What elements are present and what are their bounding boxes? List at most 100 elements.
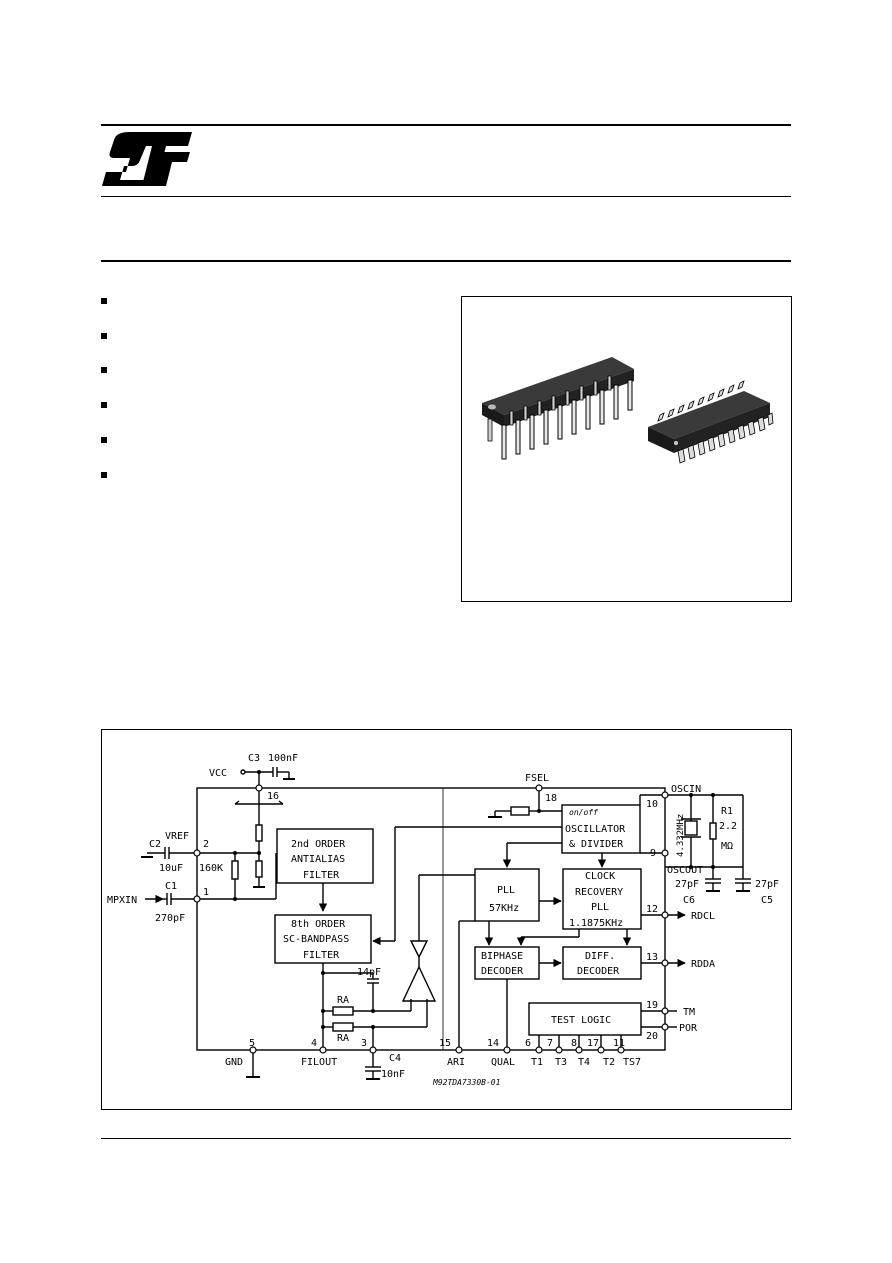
pin-2: 2 bbox=[203, 839, 209, 850]
diff-line2: DECODER bbox=[577, 966, 620, 977]
package-illustration bbox=[482, 357, 774, 464]
antialias-line1: 2nd ORDER bbox=[291, 839, 346, 850]
header-rule bbox=[101, 196, 791, 197]
r1-label: R1 bbox=[721, 806, 733, 817]
r1-unit: MΩ bbox=[721, 841, 733, 852]
biphase-line1: BIPHASE bbox=[481, 951, 523, 962]
feature-bullet bbox=[101, 333, 107, 339]
fsel-label: FSEL bbox=[525, 773, 549, 784]
gnd-label: GND bbox=[225, 1057, 243, 1068]
pll-line1: PLL bbox=[497, 885, 515, 896]
por-label: POR bbox=[679, 1023, 698, 1034]
c1-value: 270pF bbox=[155, 913, 185, 924]
t4-label: T4 bbox=[578, 1057, 590, 1068]
block-diagram-frame bbox=[101, 729, 792, 1110]
r-160k-value: 160K bbox=[199, 863, 223, 874]
pin-14: 14 bbox=[487, 1038, 499, 1049]
pin-5: 5 bbox=[249, 1038, 255, 1049]
clock-recovery-block bbox=[562, 868, 642, 930]
antialias-line3: FILTER bbox=[303, 870, 340, 881]
bandpass-line1: 8th ORDER bbox=[291, 919, 346, 930]
c2-value: 10uF bbox=[159, 863, 183, 874]
c3-value: 100nF bbox=[268, 753, 298, 764]
c5-value: 27pF bbox=[755, 879, 779, 890]
title-rule bbox=[101, 260, 791, 262]
dip-package-image bbox=[482, 357, 634, 460]
r1-value: 2.2 bbox=[719, 821, 737, 832]
ra-label-1: RA bbox=[337, 995, 349, 1006]
diff-line1: DIFF. bbox=[585, 951, 615, 962]
bandpass-line3: FILTER bbox=[303, 950, 340, 961]
chip-outline bbox=[196, 787, 666, 1051]
c2-label: C2 bbox=[149, 839, 161, 850]
c3-label: C3 bbox=[248, 753, 260, 764]
qual-label: QUAL bbox=[491, 1057, 515, 1068]
so-package-image bbox=[648, 380, 774, 464]
feature-bullet bbox=[101, 472, 107, 478]
pin-13: 13 bbox=[646, 952, 658, 963]
biphase-line2: DECODER bbox=[481, 966, 524, 977]
clock-line1: CLOCK bbox=[585, 871, 615, 882]
pin-15: 15 bbox=[439, 1038, 451, 1049]
pin-18: 18 bbox=[545, 793, 557, 804]
block-diagram: VCC C3 100nF FSEL 16 2 1 5 4 3 15 14 6 7… bbox=[107, 753, 779, 1087]
feature-bullet bbox=[101, 402, 107, 408]
oscillator-block bbox=[561, 804, 641, 854]
pin-1: 1 bbox=[203, 887, 209, 898]
crystal-label: 4.332MHz bbox=[676, 814, 686, 857]
t3-label: T3 bbox=[555, 1057, 567, 1068]
package-box bbox=[461, 296, 792, 602]
antialias-block bbox=[276, 828, 374, 884]
clock-line4: 1.1875KHz bbox=[569, 918, 623, 929]
filout-label: FILOUT bbox=[301, 1057, 337, 1068]
c4-value: 10nF bbox=[381, 1069, 405, 1080]
clock-line2: RECOVERY bbox=[575, 887, 623, 898]
pin-6: 6 bbox=[525, 1038, 531, 1049]
rdcl-label: RDCL bbox=[691, 911, 715, 922]
pin-11: 11 bbox=[613, 1038, 625, 1049]
pll-line2: 57KHz bbox=[489, 903, 519, 914]
pin-10: 10 bbox=[646, 799, 658, 810]
test-logic-block bbox=[528, 1002, 642, 1036]
pll-block bbox=[474, 868, 540, 922]
pin-9: 9 bbox=[650, 848, 656, 859]
pin-8: 8 bbox=[571, 1038, 577, 1049]
pin-16: 16 bbox=[267, 791, 279, 802]
oscin-label: OSCIN bbox=[671, 784, 701, 795]
pin-19: 19 bbox=[646, 1000, 658, 1011]
feature-bullet bbox=[101, 437, 107, 443]
oscout-label: OSCOUT bbox=[667, 865, 703, 876]
c6-label: C6 bbox=[683, 895, 695, 906]
oscillator-line1: OSCILLATOR bbox=[565, 824, 626, 835]
c6-value: 27pF bbox=[675, 879, 699, 890]
pin-3: 3 bbox=[361, 1038, 367, 1049]
cap-14pf-label: 14pF bbox=[357, 967, 381, 978]
pin-12: 12 bbox=[646, 904, 658, 915]
antialias-line2: ANTIALIAS bbox=[291, 854, 345, 865]
c5-label: C5 bbox=[761, 895, 773, 906]
ra-label-2: RA bbox=[337, 1033, 349, 1044]
diagram-code: M92TDA7330B-01 bbox=[432, 1078, 500, 1087]
pin-7: 7 bbox=[547, 1038, 553, 1049]
rdda-label: RDDA bbox=[691, 959, 715, 970]
vcc-label: VCC bbox=[209, 768, 227, 779]
t1-label: T1 bbox=[531, 1057, 543, 1068]
vref-label: VREF bbox=[165, 831, 189, 842]
ts7-label: TS7 bbox=[623, 1057, 641, 1068]
pin-4: 4 bbox=[311, 1038, 317, 1049]
top-rule bbox=[101, 124, 791, 126]
feature-bullet bbox=[101, 298, 107, 304]
bottom-rule bbox=[101, 1138, 791, 1139]
st-logo: ST bbox=[102, 132, 192, 186]
onoff-label: on/off bbox=[569, 808, 598, 817]
bandpass-line2: SC-BANDPASS bbox=[283, 934, 349, 945]
pin-20: 20 bbox=[646, 1031, 658, 1042]
t2-label: T2 bbox=[603, 1057, 615, 1068]
tm-label: TM bbox=[683, 1007, 695, 1018]
test-logic-label: TEST LOGIC bbox=[551, 1015, 611, 1026]
c1-label: C1 bbox=[165, 881, 177, 892]
mpxin-label: MPXIN bbox=[107, 895, 137, 906]
ari-label: ARI bbox=[447, 1057, 465, 1068]
pin-17: 17 bbox=[587, 1038, 599, 1049]
clock-line3: PLL bbox=[591, 902, 609, 913]
